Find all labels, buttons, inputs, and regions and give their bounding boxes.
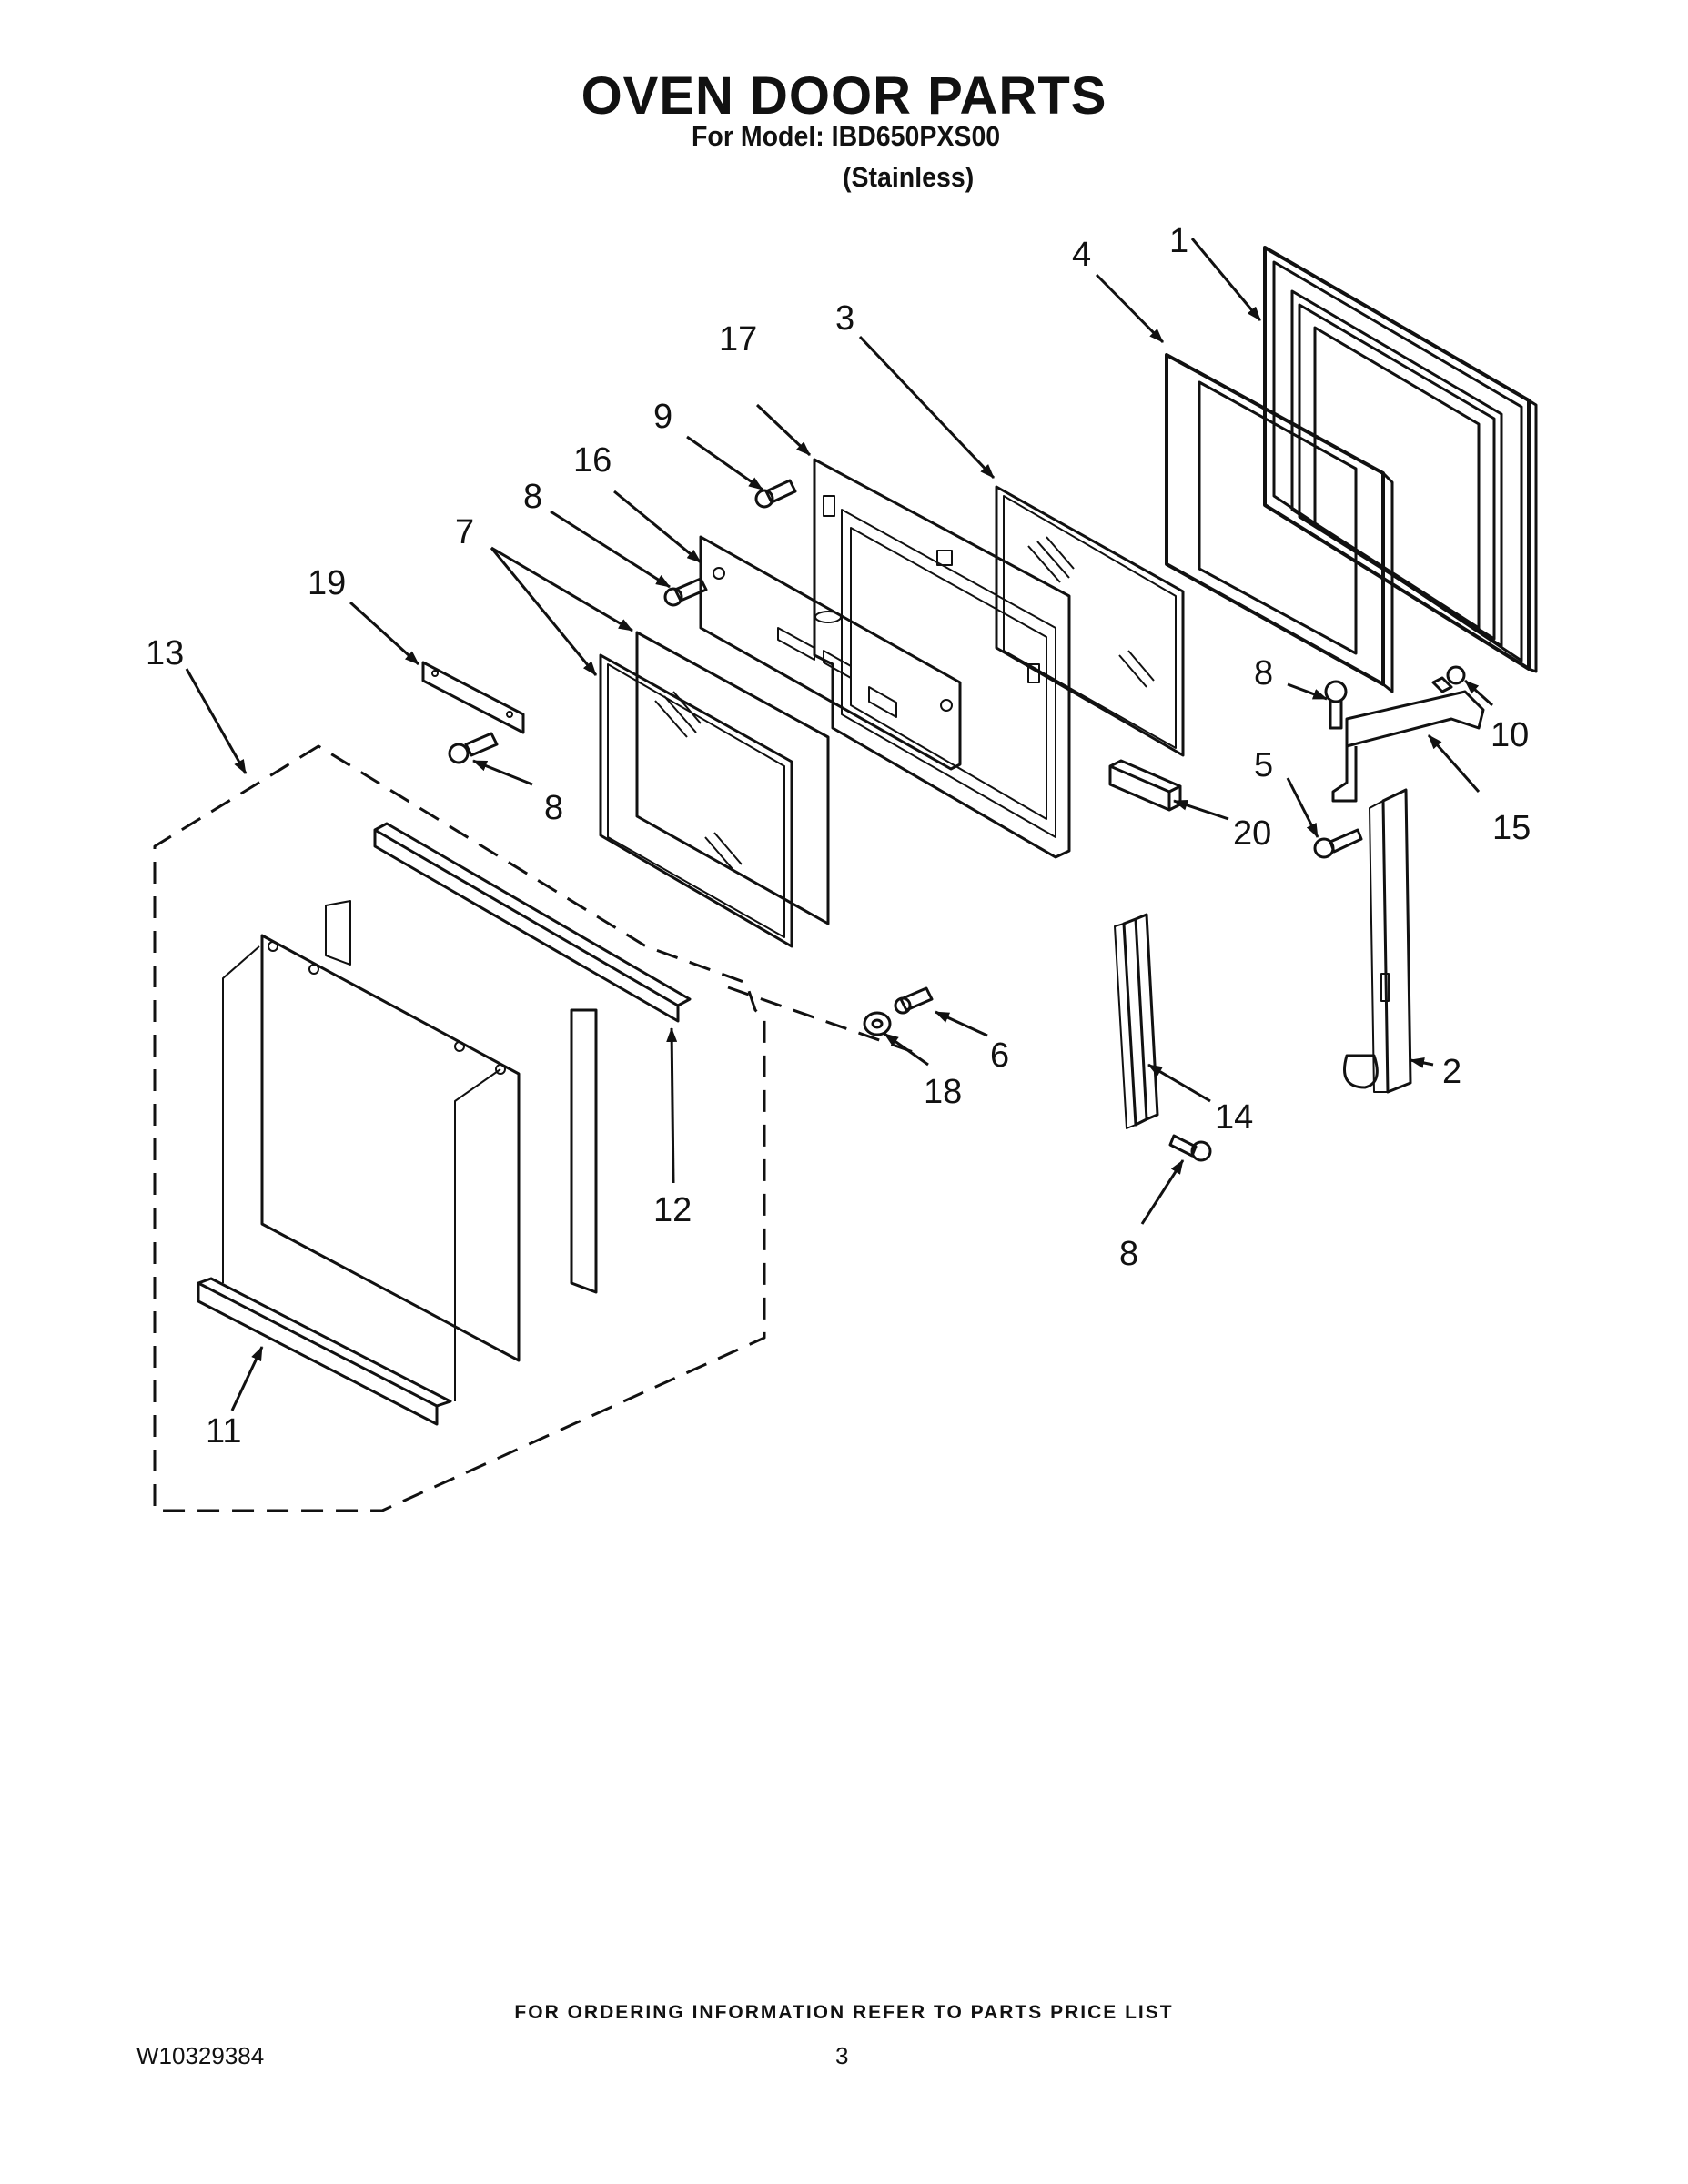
door-glass-outer <box>599 631 830 948</box>
screw-8a <box>663 577 708 607</box>
model-number-line: For Model: IBD650PXS00 <box>692 120 1001 152</box>
callout-6: 6 <box>990 1036 1009 1075</box>
door-frame <box>1165 353 1394 693</box>
screw-8c <box>1324 680 1348 730</box>
screw-8d <box>1168 1134 1212 1162</box>
callout-5: 5 <box>1254 746 1273 784</box>
page-number: 3 <box>835 2042 849 2069</box>
document-number: W10329384 <box>136 2042 265 2069</box>
callout-19: 19 <box>308 564 346 602</box>
finish-label: (Stainless) <box>843 161 975 193</box>
callout-4: 4 <box>1072 236 1091 274</box>
callout-20: 20 <box>1233 814 1271 853</box>
callout-labels: 1 4 3 17 9 16 8 7 19 13 8 8 10 5 15 20 6… <box>146 222 1531 1451</box>
inner-glass-assembly <box>197 900 598 1426</box>
screw-6 <box>894 986 934 1015</box>
inner-door-liner <box>813 458 1071 859</box>
outer-door-panel <box>1263 246 1538 673</box>
door-glass-inner <box>995 485 1185 757</box>
bumper-10 <box>1431 665 1466 693</box>
vent-baffle-plate <box>699 535 962 771</box>
callout-9: 9 <box>653 398 672 436</box>
callout-14: 14 <box>1215 1098 1253 1137</box>
washer-18 <box>863 1011 892 1036</box>
callout-16: 16 <box>573 441 612 480</box>
ordering-note: FOR ORDERING INFORMATION REFER TO PARTS … <box>514 2002 1174 2023</box>
upper-rail <box>373 822 692 1023</box>
callout-15: 15 <box>1492 809 1531 847</box>
page-title: OVEN DOOR PARTS <box>581 66 1107 126</box>
screw-8b <box>448 732 499 764</box>
leader-arrows <box>185 238 1494 1411</box>
hinge-bracket <box>1331 690 1485 803</box>
callout-11: 11 <box>206 1412 241 1451</box>
callout-12: 12 <box>653 1191 692 1229</box>
callout-7: 7 <box>455 513 474 551</box>
callout-8-upper: 8 <box>523 478 542 516</box>
callout-2: 2 <box>1442 1053 1461 1091</box>
callout-17: 17 <box>719 320 757 359</box>
callout-1: 1 <box>1169 222 1188 260</box>
assembly-boundary-dashed <box>153 744 766 1512</box>
callout-3: 3 <box>835 299 854 338</box>
screw-9 <box>754 479 797 509</box>
screw-5 <box>1313 828 1363 859</box>
callout-13: 13 <box>146 634 184 672</box>
spacer-block <box>1108 759 1182 812</box>
callout-10: 10 <box>1491 716 1529 754</box>
callout-8-right: 8 <box>1254 654 1273 693</box>
small-bracket <box>421 661 525 734</box>
callout-8-left: 8 <box>544 789 563 827</box>
door-channel <box>1114 913 1159 1129</box>
callout-18: 18 <box>924 1073 962 1111</box>
door-hinge <box>1343 788 1412 1094</box>
callout-8-bottom: 8 <box>1119 1235 1138 1273</box>
